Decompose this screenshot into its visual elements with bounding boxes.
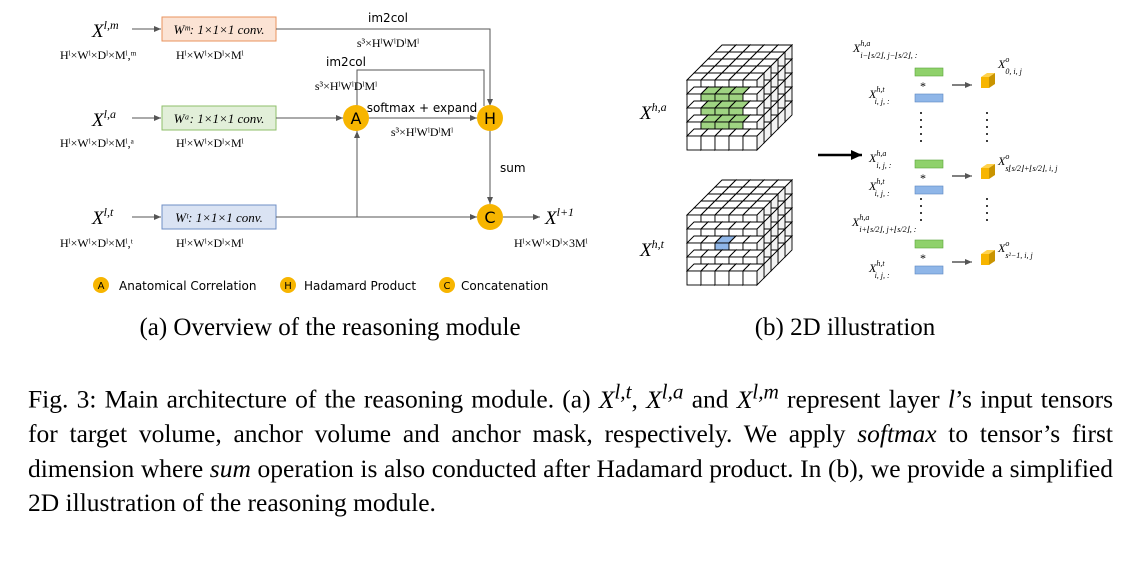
- svg-text:Concatenation: Concatenation: [461, 279, 548, 293]
- row2-green-bar: [914, 159, 944, 169]
- node-a: A: [343, 105, 369, 131]
- row2-mult: *: [920, 171, 926, 185]
- dim-output: Hˡ×Wˡ×Dˡ×3Mˡ: [514, 236, 588, 250]
- dots-col-1: [920, 112, 988, 221]
- xht-label: Xh,t: [639, 237, 665, 261]
- output-xl1: Xl+1: [544, 205, 574, 229]
- svg-text:H: H: [284, 281, 292, 292]
- svg-text:Anatomical Correlation: Anatomical Correlation: [119, 279, 257, 293]
- conv-label-a: Wᵃ: 1×1×1 conv.: [174, 111, 265, 126]
- row1-out-cube: [981, 73, 995, 88]
- conv-label-m: Wᵐ: 1×1×1 conv.: [174, 22, 265, 37]
- row3-out-cube: [981, 250, 995, 265]
- svg-text:Hadamard Product: Hadamard Product: [304, 279, 416, 293]
- row3-blue-bar: [914, 265, 944, 275]
- figure-caption: Fig. 3: Main architecture of the reasoni…: [28, 379, 1114, 517]
- row2-blue-bar: [914, 185, 944, 195]
- panel-b-title: (b) 2D illustration: [755, 314, 936, 341]
- conv-label-t: Wᵗ: 1×1×1 conv.: [175, 210, 263, 225]
- conv-box-t: [161, 204, 277, 230]
- input-xla: Xl,a: [91, 107, 116, 131]
- voxel-cell: [700, 270, 716, 286]
- input-xlm: Xl,m: [91, 18, 119, 42]
- im2col-dim-2: s³×HˡWˡDˡMˡ: [315, 79, 377, 93]
- panel-a-title: (a) Overview of the reasoning module: [139, 314, 520, 341]
- voxel-cell: [728, 270, 744, 286]
- svg-text:H: H: [484, 109, 496, 128]
- voxel-cell: [742, 270, 758, 286]
- dim-input-t: Hˡ×Wˡ×Dˡ×Mˡ,ᵗ: [60, 236, 134, 250]
- svg-text:A: A: [351, 109, 362, 128]
- svg-text:C: C: [444, 281, 451, 292]
- panel-a: Xl,m Xl,a Xl,t Xl+1 Hˡ×Wˡ×Dˡ×Mˡ,ᵐ Hˡ×Wˡ×…: [60, 11, 588, 341]
- voxel-cell: [742, 135, 758, 151]
- cube-anchor: [685, 43, 794, 152]
- voxel-cell: [714, 135, 730, 151]
- softmax-dim: s³×HˡWˡDˡMˡ: [391, 125, 453, 139]
- dim-input-m: Hˡ×Wˡ×Dˡ×Mˡ,ᵐ: [60, 48, 137, 62]
- im2col-label-1: im2col: [368, 11, 408, 25]
- voxel-cell: [728, 135, 744, 151]
- voxel-cell: [700, 135, 716, 151]
- input-xlt: Xl,t: [91, 205, 114, 229]
- arrow-m-to-h: [276, 28, 493, 106]
- im2col-dim-1: s³×HˡWˡDˡMˡ: [357, 36, 419, 50]
- row1-blue-bar: [914, 93, 944, 103]
- row3-green-bar: [914, 239, 944, 249]
- voxel-cell: [686, 135, 702, 151]
- svg-text:A: A: [98, 281, 105, 292]
- node-c: C: [477, 204, 503, 230]
- svg-text:C: C: [484, 208, 495, 227]
- node-h: H: [477, 105, 503, 131]
- dim-conv-t: Hˡ×Wˡ×Dˡ×Mˡ: [176, 236, 244, 250]
- row2-out-cube: [981, 164, 995, 179]
- xha-label: Xh,a: [639, 100, 667, 124]
- cube-target: [685, 178, 794, 287]
- legend-a: A Anatomical Correlation H Hadamard Prod…: [93, 277, 548, 293]
- dim-conv-m: Hˡ×Wˡ×Dˡ×Mˡ: [176, 48, 244, 62]
- conv-box-m: [161, 16, 277, 42]
- im2col-label-2: im2col: [326, 55, 366, 69]
- conv-box-a: [161, 105, 277, 131]
- row3-mult: *: [920, 251, 926, 265]
- row1-mult: *: [920, 79, 926, 93]
- sum-label: sum: [500, 161, 526, 175]
- voxel-cell: [714, 270, 730, 286]
- softmax-label: softmax + expand: [367, 101, 478, 115]
- row1-green-bar: [914, 67, 944, 77]
- dim-input-a: Hˡ×Wˡ×Dˡ×Mˡ,ᵃ: [60, 136, 135, 150]
- dim-conv-a: Hˡ×Wˡ×Dˡ×Mˡ: [176, 136, 244, 150]
- voxel-cell: [686, 270, 702, 286]
